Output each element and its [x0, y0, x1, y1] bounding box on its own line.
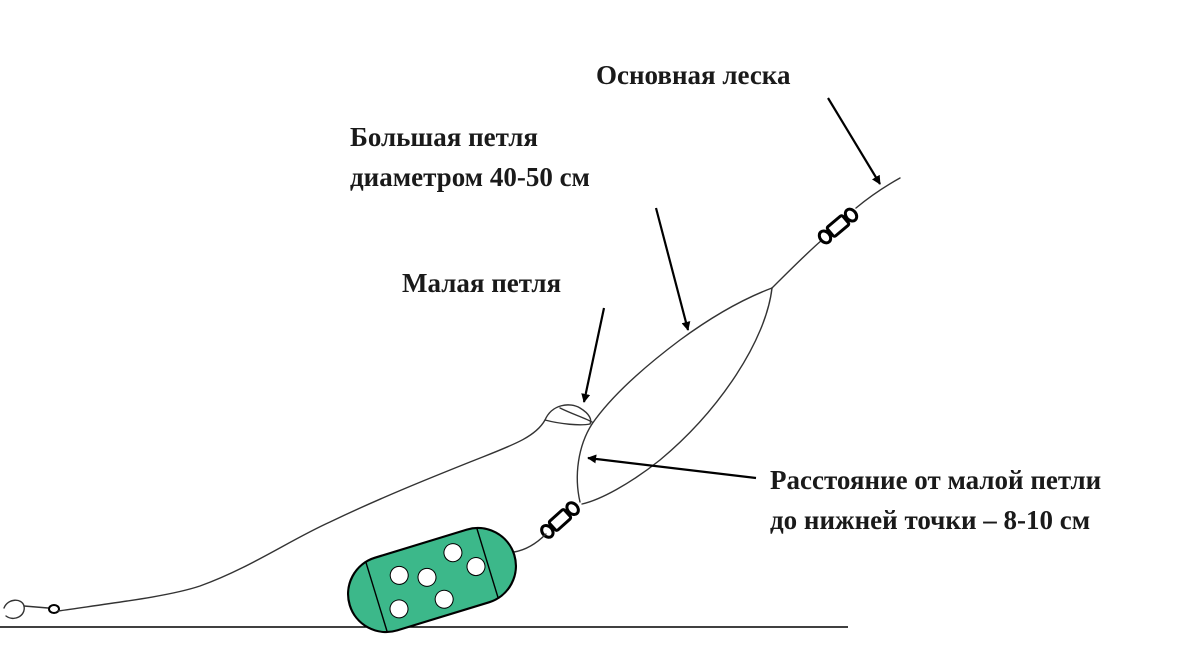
swivel-icon — [817, 207, 859, 245]
main-line-upper — [855, 177, 901, 209]
swivel-icon — [540, 501, 580, 539]
arrow-big-loop — [654, 207, 691, 331]
sinker-icon — [346, 526, 518, 634]
label-small-loop: Малая петля — [402, 268, 561, 298]
big-loop-upper — [591, 287, 773, 425]
fishing-hook-icon — [3, 599, 60, 620]
label-big-loop-line2: диаметром 40-50 см — [350, 162, 590, 192]
sinker-line — [513, 533, 547, 553]
small-loop — [544, 404, 593, 426]
main-line — [771, 239, 823, 289]
label-distance-line2: до нижней точки – 8-10 см — [770, 505, 1090, 535]
label-distance-line1: Расстояние от малой петли — [770, 465, 1101, 495]
label-main-line: Основная леска — [596, 60, 791, 90]
big-loop-inner — [576, 423, 593, 503]
big-loop-outer — [581, 287, 773, 505]
arrow-main-line — [827, 97, 881, 185]
leader-line — [57, 419, 546, 612]
label-big-loop-line1: Большая петля — [350, 122, 538, 152]
arrow-small-loop — [581, 307, 606, 403]
arrow-distance — [587, 454, 757, 480]
